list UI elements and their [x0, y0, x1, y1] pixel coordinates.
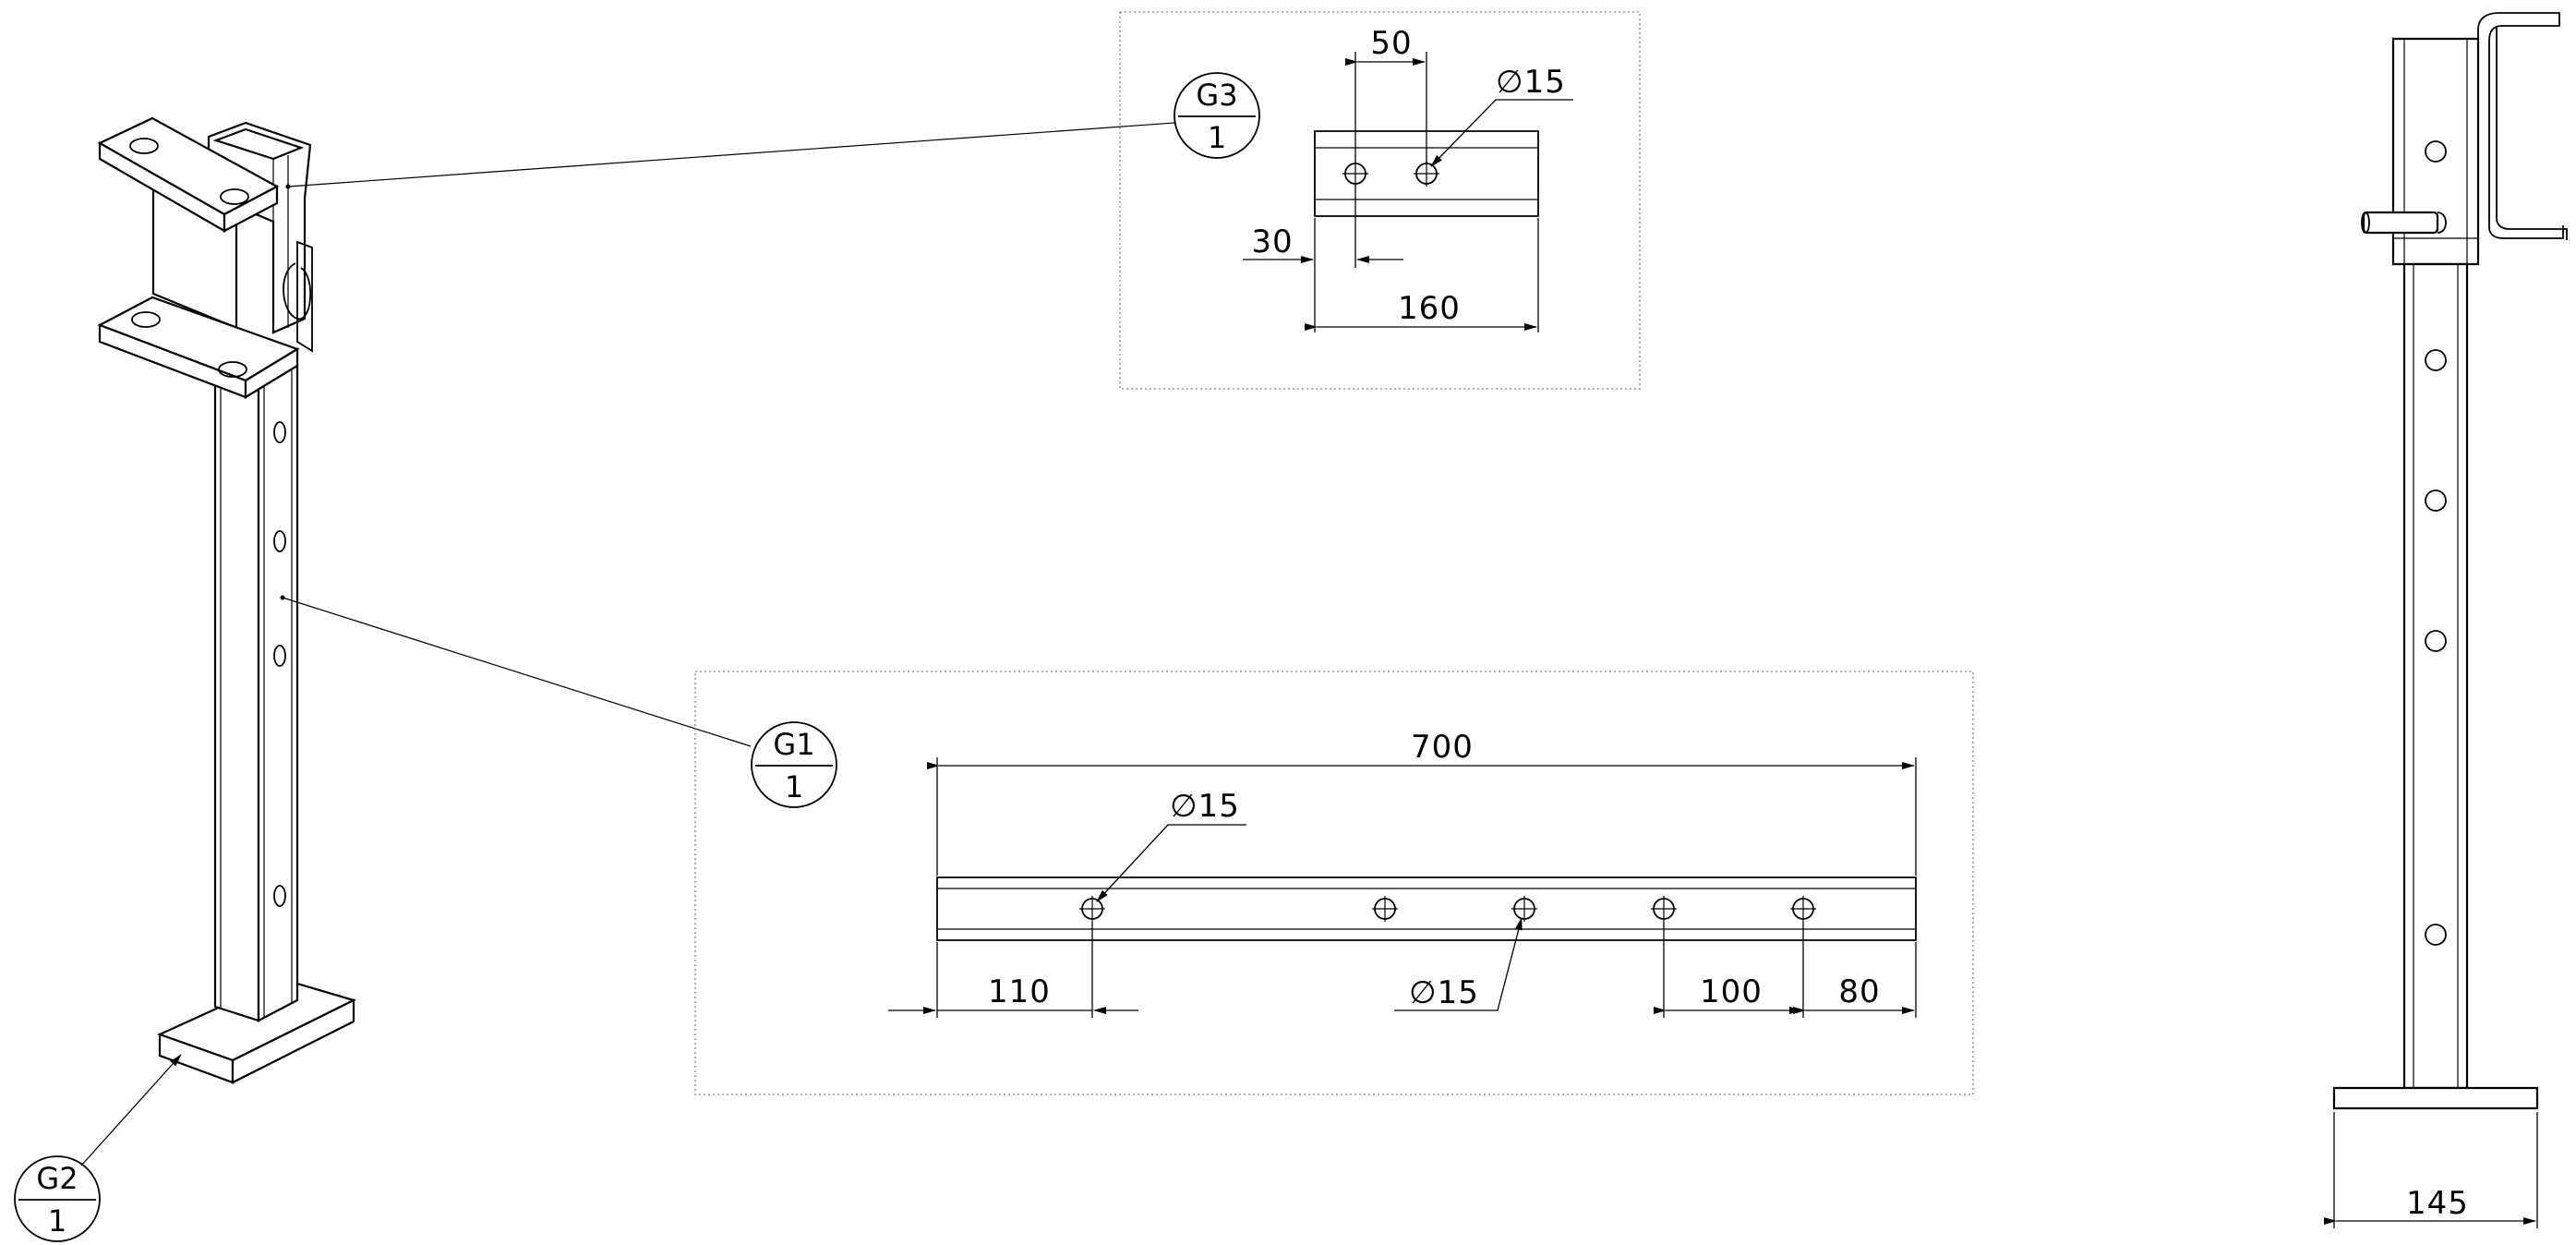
detail-g3-frame: [1120, 12, 1640, 389]
dim-g3-hole-spacing: 50: [1370, 25, 1412, 62]
detail-g1-hole: [1372, 896, 1398, 922]
tube-hole: [274, 646, 285, 666]
tube-hole: [274, 422, 285, 442]
flange-hole: [219, 362, 247, 377]
leader-lines: [81, 123, 1174, 1166]
dim-g3-hole-diameter: ∅15: [1496, 64, 1566, 101]
side-base-plate: [2334, 1088, 2537, 1108]
balloon-g2-top: G2: [36, 1161, 78, 1196]
balloon-g1-top: G1: [773, 727, 814, 762]
dim-g1-first-hole-offset: 110: [988, 973, 1051, 1010]
dim-g1-end-offset: 80: [1838, 973, 1880, 1010]
detail-g3-hole: [1342, 161, 1368, 187]
balloon-g2: G2 1: [15, 1156, 100, 1241]
dim-g1-hole-pitch: 100: [1700, 973, 1763, 1010]
side-hole: [2426, 350, 2446, 370]
detail-g1-hole: [1651, 896, 1677, 922]
dim-g1-overall-length: 700: [1411, 729, 1474, 766]
side-view: 145: [2324, 13, 2567, 1228]
side-hole: [2426, 490, 2446, 511]
dim-g1-hole-diameter-top: ∅15: [1170, 788, 1240, 825]
balloon-g1: G1 1: [752, 722, 837, 807]
tube-hole: [274, 886, 285, 906]
side-hole: [2426, 141, 2446, 162]
detail-g1-hole: [1079, 896, 1105, 922]
side-hook-inner: [2497, 28, 2567, 240]
flange-hole: [132, 312, 160, 327]
detail-g3-view: 50 ∅15 30 160: [1120, 12, 1640, 389]
balloon-g3-bottom: 1: [1208, 120, 1226, 155]
dim-side-base-width: 145: [2406, 1185, 2469, 1222]
side-pin: [2364, 212, 2438, 233]
balloon-g2-bottom: 1: [48, 1203, 66, 1239]
tube-hole: [274, 531, 285, 551]
isometric-view: [100, 118, 354, 1082]
iso-tube: [215, 365, 297, 1021]
detail-g1-hole: [1790, 896, 1816, 922]
dim-g3-length: 160: [1398, 290, 1461, 327]
flange-hole: [221, 189, 248, 204]
balloon-g3-top: G3: [1196, 78, 1237, 113]
dim-g1-hole-diameter-bottom: ∅15: [1409, 974, 1479, 1011]
side-hole: [2426, 925, 2446, 945]
flange-hole: [130, 139, 158, 153]
dim-g3-edge-offset: 30: [1251, 224, 1293, 260]
detail-g1-frame: [695, 671, 1973, 1094]
balloon-g1-bottom: 1: [785, 769, 803, 804]
iso-bracket: [100, 118, 312, 397]
detail-g1-hole: [1511, 896, 1537, 922]
side-hook-bracket: [2478, 13, 2563, 238]
detail-g1-part: [937, 877, 1916, 940]
balloon-g3: G3 1: [1174, 73, 1259, 158]
side-hole: [2426, 631, 2446, 651]
detail-g1-view: 700 ∅15 ∅15 110 100 80: [695, 671, 1973, 1094]
detail-g3-hole: [1414, 161, 1439, 187]
